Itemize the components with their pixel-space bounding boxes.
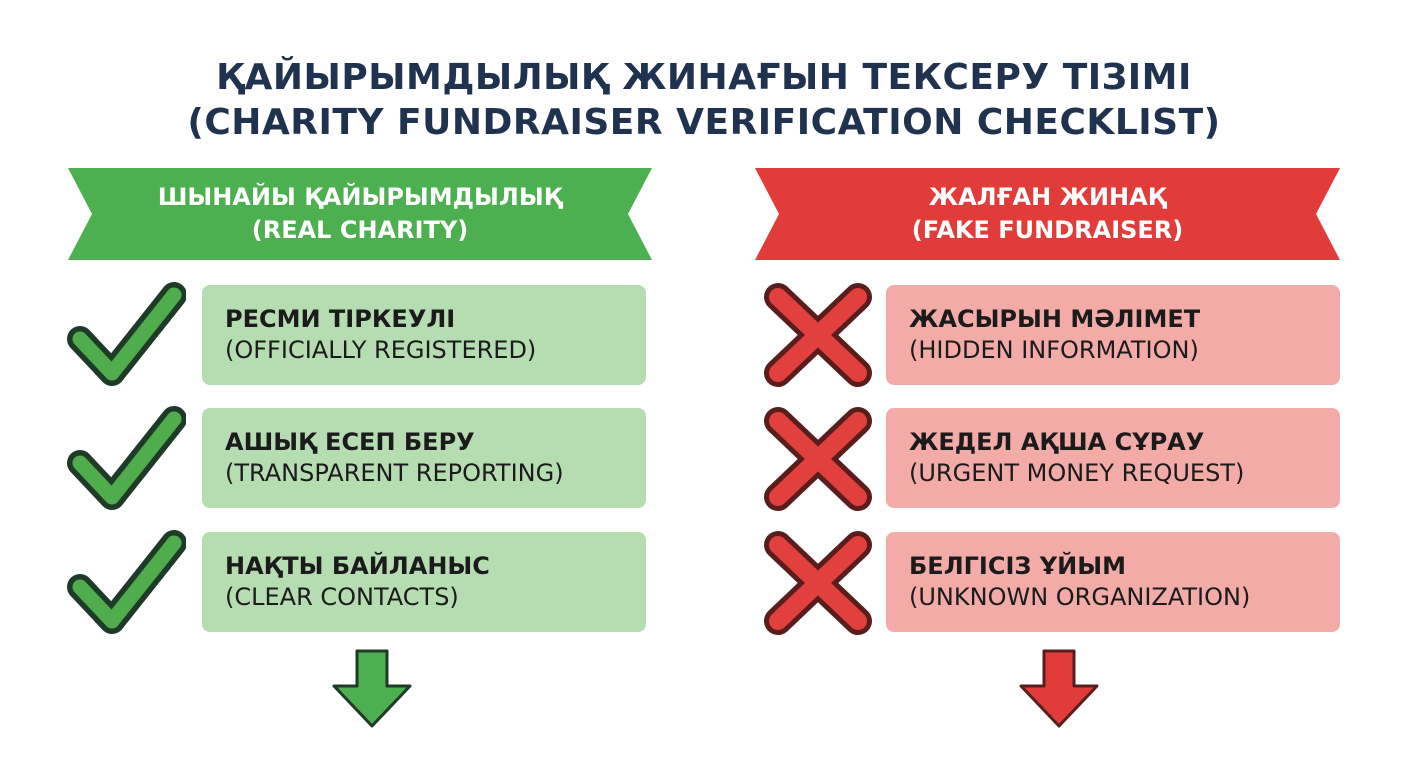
real-item-transparent: АШЫҚ ЕСЕП БЕРУ (TRANSPARENT REPORTING): [202, 408, 646, 508]
arrow-down-icon: [332, 649, 412, 728]
real-item-label: АШЫҚ ЕСЕП БЕРУ: [225, 428, 475, 456]
real-charity-header-sub: (REAL CHARITY): [251, 216, 469, 244]
fake-item-sub: (UNKNOWN ORGANIZATION): [909, 583, 1251, 611]
real-charity-banner: ШЫНАЙЫ ҚАЙЫРЫМДЫЛЫҚ (REAL CHARITY): [68, 168, 652, 260]
fake-item-sub: (URGENT MONEY REQUEST): [909, 459, 1245, 487]
fake-fundraiser-header-sub: (FAKE FUNDRAISER): [911, 216, 1184, 244]
fake-item-hidden-info: ЖАСЫРЫН МӘЛІМЕТ (HIDDEN INFORMATION): [886, 285, 1340, 385]
real-charity-ribbon-shape: [68, 168, 652, 260]
real-item-registered: РЕСМИ ТІРКЕУЛІ (OFFICIALLY REGISTERED): [202, 285, 646, 385]
fake-fundraiser-ribbon-shape: [755, 168, 1340, 260]
fake-item-unknown-org: БЕЛГІСІЗ ҰЙЫМ (UNKNOWN ORGANIZATION): [886, 532, 1340, 632]
checkmark-icon: [67, 406, 186, 510]
fake-item-label: БЕЛГІСІЗ ҰЙЫМ: [909, 552, 1127, 580]
checkmark-icon: [67, 530, 186, 634]
fake-fundraiser-header-main: ЖАЛҒАН ЖИНАҚ: [928, 183, 1167, 211]
title-kazakh: ҚАЙЫРЫМДЫЛЫҚ ЖИНАҒЫН ТЕКСЕРУ ТІЗІМІ: [216, 57, 1192, 98]
checkmark-icon: [67, 282, 186, 386]
real-item-label: РЕСМИ ТІРКЕУЛІ: [225, 305, 456, 333]
real-item-sub: (OFFICIALLY REGISTERED): [225, 336, 537, 364]
real-item-contacts: НАҚТЫ БАЙЛАНЫС (CLEAR CONTACTS): [202, 532, 646, 632]
title-english: (CHARITY FUNDRAISER VERIFICATION CHECKLI…: [187, 102, 1221, 143]
fake-fundraiser-banner: ЖАЛҒАН ЖИНАҚ (FAKE FUNDRAISER): [755, 168, 1340, 260]
real-charity-header-main: ШЫНАЙЫ ҚАЙЫРЫМДЫЛЫҚ: [157, 183, 563, 211]
real-item-sub: (CLEAR CONTACTS): [225, 583, 459, 611]
cross-icon: [764, 531, 872, 635]
fake-item-label: ЖАСЫРЫН МӘЛІМЕТ: [909, 305, 1201, 333]
real-item-label: НАҚТЫ БАЙЛАНЫС: [225, 552, 490, 580]
cross-icon: [764, 407, 872, 511]
arrow-down-icon: [1019, 649, 1099, 728]
cross-icon: [764, 283, 872, 387]
real-item-sub: (TRANSPARENT REPORTING): [225, 459, 564, 487]
fake-item-label: ЖЕДЕЛ АҚША СҰРАУ: [909, 428, 1205, 456]
fake-item-urgent-request: ЖЕДЕЛ АҚША СҰРАУ (URGENT MONEY REQUEST): [886, 408, 1340, 508]
fake-item-sub: (HIDDEN INFORMATION): [909, 336, 1199, 364]
